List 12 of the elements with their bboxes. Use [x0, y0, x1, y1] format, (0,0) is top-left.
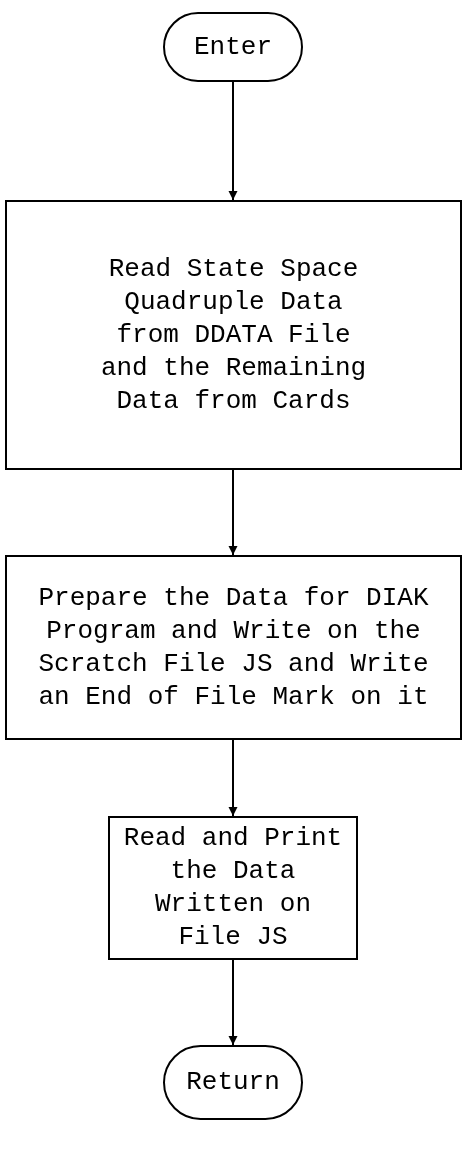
arrow: [228, 739, 238, 817]
node-label: Prepare the Data for DIAK Program and Write on the Scratch File JS and Write an End of File Mark on it: [37, 581, 430, 714]
process-box: [5, 555, 462, 740]
arrow: [228, 81, 238, 201]
node-label: Read and Print the Data Written on File JS: [122, 822, 344, 954]
process-box: [5, 200, 462, 470]
arrow: [228, 959, 238, 1046]
node-label: Return: [186, 1066, 280, 1099]
arrow: [228, 469, 238, 556]
node-label: Enter: [194, 30, 272, 64]
process-box: [108, 816, 358, 960]
node-label: Read State Space Quadruple Data from DDATA File and the Remaining Data from Cards: [99, 252, 368, 418]
